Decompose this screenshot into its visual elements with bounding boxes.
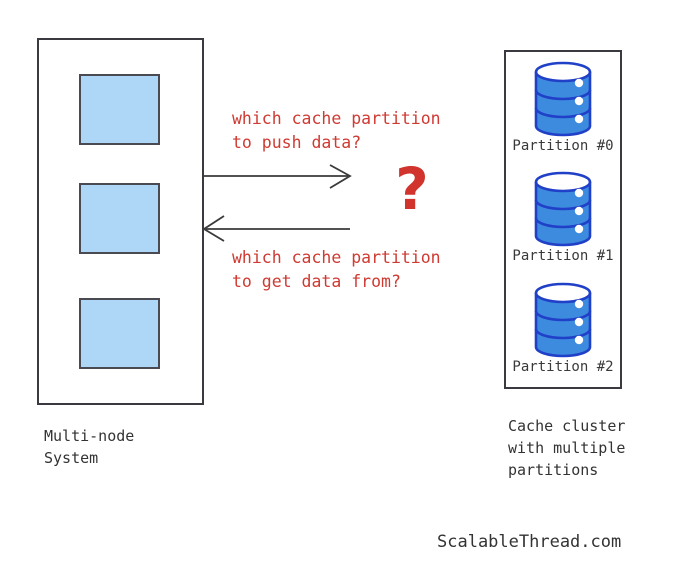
question-mark-icon: ? — [395, 155, 429, 223]
multi-node-system-caption: Multi-node System — [44, 427, 135, 467]
node-block-2 — [79, 183, 160, 254]
partition-item: Partition #0 — [506, 60, 620, 155]
watermark: ScalableThread.com — [437, 532, 622, 552]
multi-node-system-box — [37, 38, 204, 405]
cache-cluster-caption: Cache cluster with multiple partitions — [508, 417, 626, 479]
cache-cluster-box: Partition #0 Partition #1 — [504, 50, 622, 389]
database-cylinder-icon — [506, 60, 620, 138]
database-cylinder-icon — [506, 170, 620, 248]
partition-label: Partition #1 — [512, 248, 614, 264]
partition-label: Partition #0 — [512, 138, 614, 154]
partition-item: Partition #2 — [506, 281, 620, 376]
node-block-1 — [79, 74, 160, 145]
get-arrow-head — [202, 215, 225, 242]
partition-item: Partition #1 — [506, 170, 620, 265]
database-cylinder-icon — [506, 281, 620, 359]
push-question-text: which cache partition to push data? — [232, 109, 441, 152]
push-arrow-head — [329, 164, 352, 189]
get-question-text: which cache partition to get data from? — [232, 248, 441, 291]
partition-label: Partition #2 — [512, 359, 614, 375]
node-block-3 — [79, 298, 160, 369]
